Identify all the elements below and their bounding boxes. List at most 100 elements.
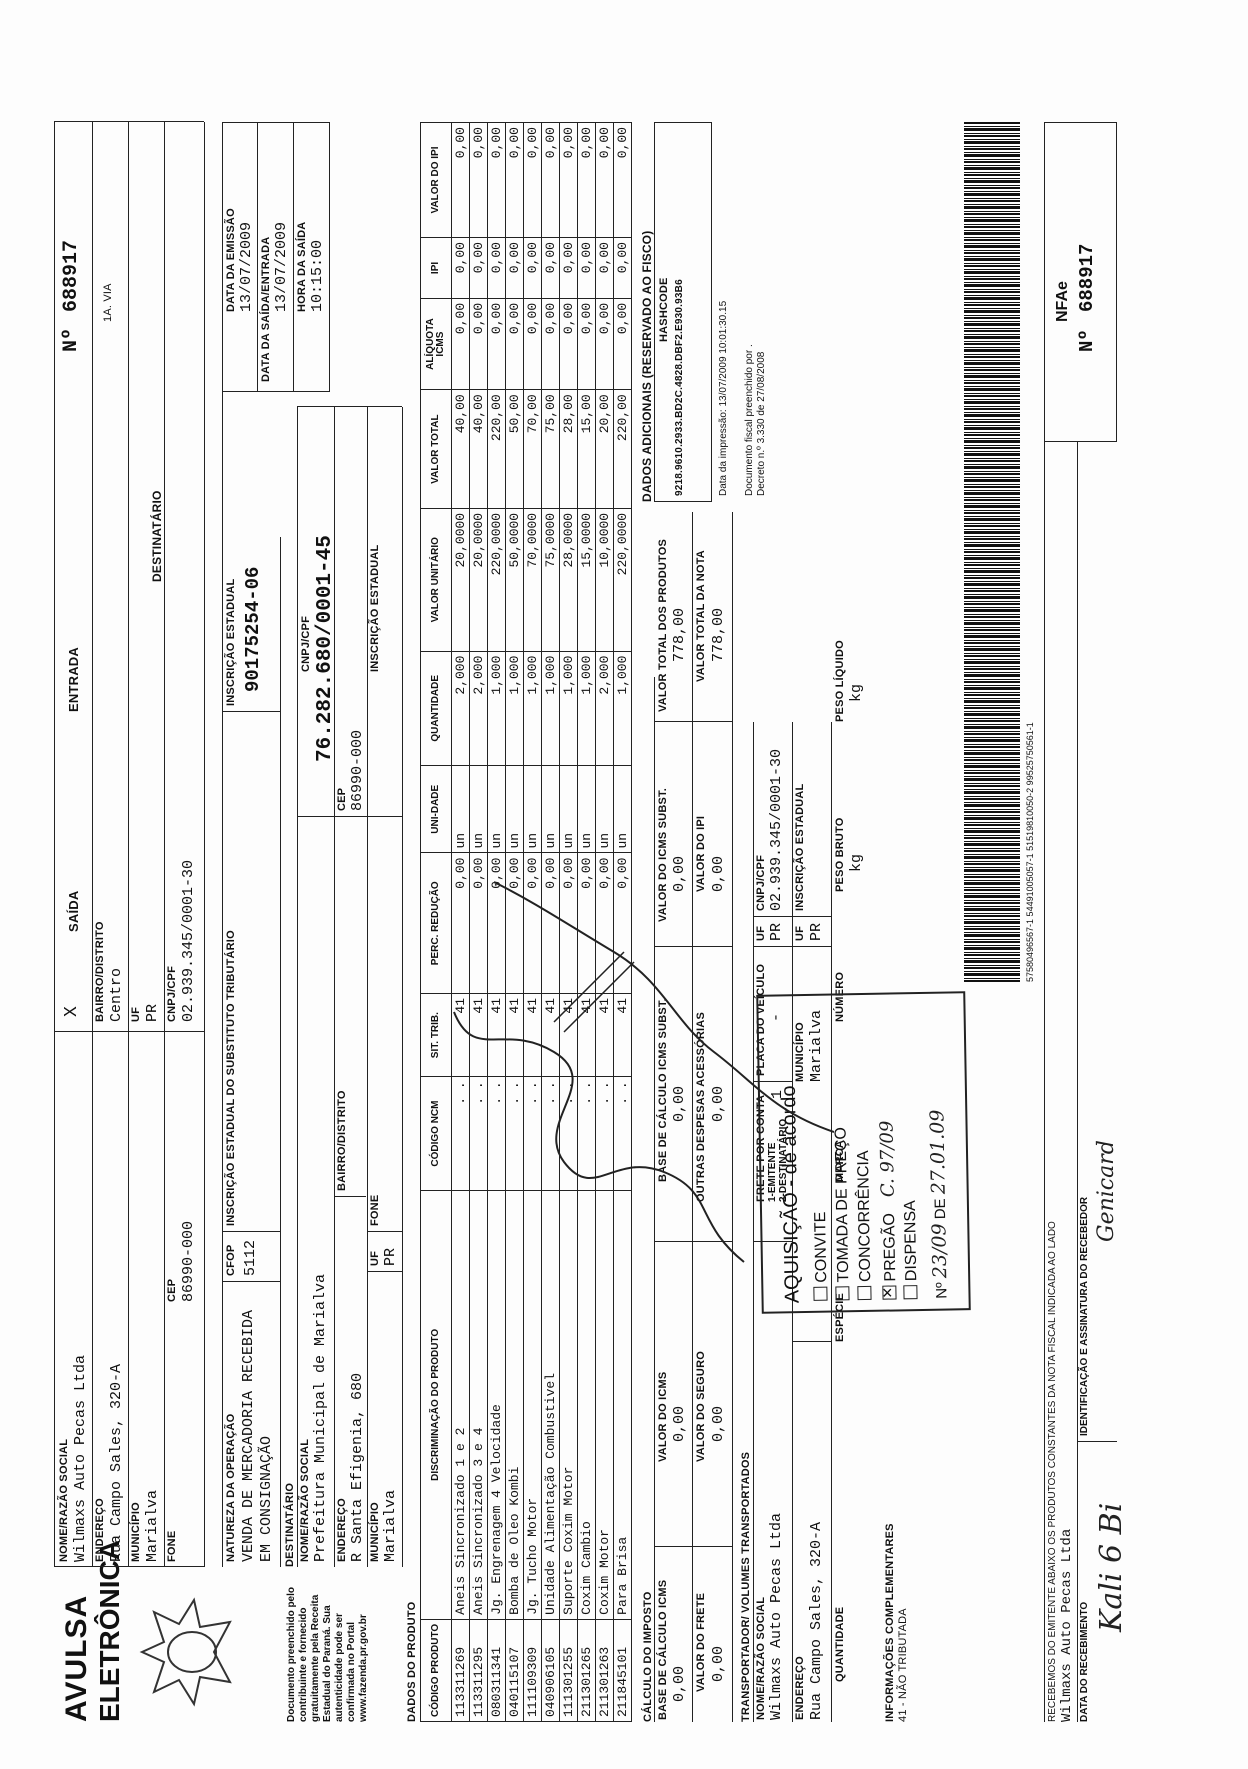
dest-ie-label: INSCRIÇÃO ESTADUAL: [369, 544, 381, 672]
table-cell: 040906105: [541, 1619, 560, 1722]
table-cell: 113311295: [469, 1619, 488, 1722]
table-cell: 0,00: [595, 237, 614, 299]
stamp-data: 27.01.09: [926, 1109, 950, 1195]
stamp-opt2: TOMADA DE PREÇO: [833, 1127, 854, 1301]
divider: [367, 1271, 402, 1272]
dest-cep-label: CEP: [336, 787, 348, 811]
saida-mark: X: [62, 1006, 82, 1017]
divider: [222, 1281, 280, 1282]
side-note-line: www.fazenda.pr.gov.br: [358, 1614, 369, 1722]
table-cell: 0,00: [469, 122, 488, 238]
table-cell: 0,00: [613, 237, 632, 299]
natureza-line2: EM CONSIGNAÇÃO: [258, 1435, 275, 1562]
seguro-label: VALOR DO SEGURO: [695, 1351, 707, 1462]
table-cell: 0,00: [541, 237, 560, 299]
divider: [257, 122, 258, 392]
dest-uf: PR: [382, 1247, 399, 1266]
destinatario-section: DESTINATÁRIO: [284, 1482, 296, 1567]
table-cell: 0,00: [595, 298, 614, 390]
transp-peso-bruto: kg: [848, 853, 865, 872]
decreto-line1: Documento fiscal preenchido por .: [744, 344, 755, 496]
divider: [54, 122, 55, 1567]
table-cell: 0,00: [469, 298, 488, 390]
data-saida-label: DATA DA SAÍDA/ENTRADA: [260, 236, 272, 382]
emitente-cnpj-label: CNPJ/CPF: [166, 966, 178, 1022]
table-cell: 220,00: [487, 389, 506, 509]
divider: [164, 122, 165, 1567]
emitente-bairro-label: BAIRRO/DISTRITO: [94, 921, 106, 1022]
table-cell: 1,000: [523, 651, 542, 766]
table-cell: 75,0000: [541, 508, 560, 652]
dest-bairro-label: BAIRRO/DISTRITO: [336, 1090, 348, 1191]
stamp-de: DE: [931, 1198, 950, 1220]
divider: [128, 122, 129, 1567]
hashcode: 9218.9610.2933.BD2C.4828.DBF2.E930.93B6: [674, 279, 685, 496]
dest-endereco: R Santa Efigenia, 680: [349, 1372, 366, 1562]
emitente-nome-label: NOME/RAZÃO SOCIAL: [58, 1438, 70, 1562]
destinatario-tag: DESTINATÁRIO: [150, 490, 164, 582]
table-cell: 70,00: [523, 389, 542, 509]
signature-2: Genicard: [1094, 1140, 1119, 1242]
divider: [367, 407, 368, 1567]
table-cell: 20,00: [595, 389, 614, 509]
emitente-bairro: Centro: [108, 967, 125, 1022]
cfop-label: CFOP: [225, 1244, 237, 1276]
table-cell: 2,000: [469, 651, 488, 766]
table-cell: 0,00: [559, 298, 578, 390]
divider: [222, 711, 280, 712]
transp-peso-liquido-label: PESO LÍQUIDO: [834, 640, 846, 722]
table-cell: 0,00: [451, 237, 470, 299]
side-note-line: gratuitamente pela Receita: [310, 1594, 321, 1722]
ie-value: 90175254-06: [242, 566, 264, 692]
table-cell: 220,0000: [487, 508, 506, 652]
stamp-opt5: DISPENSA: [902, 1200, 922, 1300]
stamp-opt4-label: PREGÃO: [881, 1212, 900, 1282]
side-note-line: confirmada no Portal: [346, 1621, 357, 1722]
table-cell: 10,0000: [595, 508, 614, 652]
total-nota: 778,00: [710, 607, 727, 662]
emitente-uf-label: UF: [130, 1006, 142, 1022]
table-cell: 0,00: [577, 237, 596, 299]
table-cell: 220,0000: [613, 508, 632, 652]
emitente-municipio: Marialva: [144, 1489, 161, 1562]
via-label: 1a. VIA: [102, 283, 114, 322]
ie-subst-label: INSCRIÇÃO ESTADUAL DO SUBSTITUTO TRIBUTÁ…: [225, 930, 237, 1226]
dest-uf-label: UF: [369, 1250, 381, 1266]
entrada-label: ENTRADA: [66, 647, 81, 712]
col-header: VALOR UNITÁRIO: [420, 508, 452, 652]
divider: [54, 121, 204, 122]
hashcode-label: HashCode: [658, 277, 670, 342]
table-cell: 040115107: [505, 1619, 524, 1722]
stamp-opt4: PREGÃOC. 97/09: [876, 1120, 900, 1300]
transp-quantidade-label: QUANTIDADE: [834, 1606, 846, 1682]
stamp-opt2-label: TOMADA DE PREÇO: [832, 1126, 853, 1283]
table-cell: 1,000: [559, 651, 578, 766]
emitente-nome: Wilmaxs Auto Pecas Ltda: [72, 1354, 89, 1562]
side-note-line: contribuinte e fornecido: [298, 1607, 309, 1722]
table-cell: 1,000: [613, 651, 632, 766]
table-cell: 2,000: [595, 651, 614, 766]
base-icms: 0,00: [671, 1665, 688, 1702]
table-cell: un: [559, 765, 578, 853]
divider: [1077, 1441, 1117, 1442]
table-cell: un: [487, 765, 506, 853]
frete: 0,00: [710, 1645, 727, 1682]
table-cell: 0,00: [541, 122, 560, 238]
info-compl: 41 - NÃO TRIBUTADA: [897, 1608, 909, 1722]
coat-of-arms-icon: [134, 1592, 244, 1712]
divider: [792, 1341, 831, 1342]
emitente-uf: PR: [144, 1003, 161, 1022]
table-cell: 0,00: [523, 122, 542, 238]
checkbox-checked: [882, 1285, 897, 1300]
table-cell: 0,00: [487, 237, 506, 299]
col-header: VALOR TOTAL: [420, 389, 452, 509]
table-cell: 0,00: [523, 237, 542, 299]
table-cell: 0,00: [505, 237, 524, 299]
stamp-opt3: CONCORRÊNCIA: [855, 1150, 876, 1301]
table-cell: 15,00: [577, 389, 596, 509]
divider: [334, 407, 335, 1567]
signature-scribble: [414, 862, 835, 1282]
col-header: QUANTIDADE: [420, 651, 452, 766]
adicionais-section: DADOS ADICIONAIS (RESERVADO AO FISCO): [640, 230, 654, 502]
